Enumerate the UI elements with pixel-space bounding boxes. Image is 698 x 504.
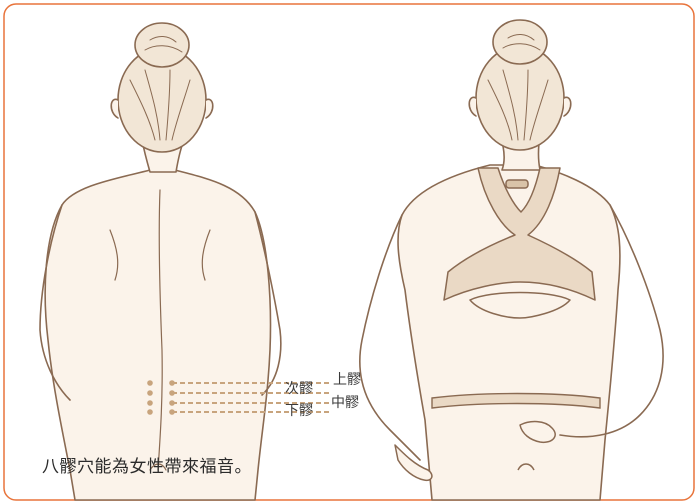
label-lower-liao: 下髎	[285, 404, 313, 418]
point-r1	[169, 380, 175, 386]
point-l1	[147, 380, 153, 386]
left-torso	[45, 170, 270, 500]
point-r4	[169, 409, 175, 415]
right-bun	[493, 20, 547, 64]
label-upper-liao: 上髎	[333, 373, 361, 387]
point-l3	[147, 400, 153, 406]
left-bun	[135, 23, 189, 67]
point-r2	[169, 390, 175, 396]
point-l2	[147, 390, 153, 396]
right-hand-l	[395, 445, 432, 480]
left-figure	[40, 23, 281, 500]
left-ear-r	[206, 99, 213, 118]
right-ear-l	[469, 97, 476, 116]
caption-text: 八髎穴能為女性帶來福音。	[42, 452, 252, 477]
bra-tag	[506, 180, 528, 188]
point-l4	[147, 409, 153, 415]
point-r3	[169, 400, 175, 406]
label-middle-liao: 中髎	[331, 396, 359, 410]
label-second-liao: 次髎	[285, 382, 313, 396]
left-ear-l	[111, 99, 118, 118]
right-ear-r	[564, 97, 571, 116]
